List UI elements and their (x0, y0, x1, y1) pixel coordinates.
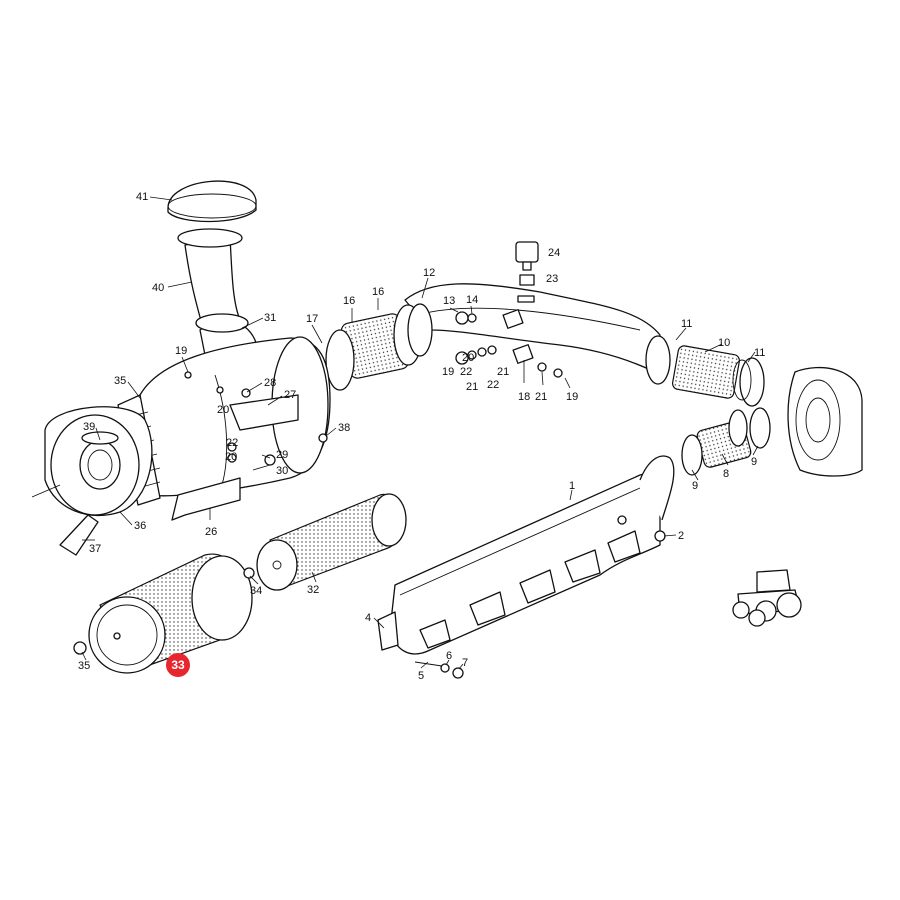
callout-34: 35 (78, 660, 90, 672)
callout-labels: 41 40 31 19 35 28 27 20 39 22 20 29 30 3… (78, 191, 765, 682)
hose-lower-right (681, 407, 771, 476)
tractor-icon (732, 569, 802, 627)
callout-22-b: 22 (460, 366, 472, 378)
callout-29: 30 (276, 465, 288, 477)
callout-10: 10 (718, 337, 730, 349)
callout-39: 39 (83, 421, 95, 433)
callout-22-c: 22 (487, 379, 499, 391)
hose-upper-right (645, 335, 765, 407)
highlight-circle (166, 653, 190, 677)
callout-12: 12 (423, 267, 435, 279)
callout-37: 37 (89, 543, 101, 555)
callout-28: 29 (276, 449, 288, 461)
callout-23: 23 (546, 273, 558, 285)
mounting-bracket (171, 394, 299, 521)
exhaust-manifold (377, 455, 675, 655)
main-filter-element (88, 553, 253, 674)
relief-valve (515, 241, 539, 303)
callout-4: 4 (365, 612, 371, 624)
wing-nut (73, 567, 255, 655)
callout-20-c: 20 (462, 352, 474, 364)
callout-25: 26 (205, 526, 217, 538)
callout-18: 19 (442, 366, 454, 378)
pre-cleaner-cap (167, 180, 257, 223)
callout-19-left: 19 (175, 345, 187, 357)
callout-41: 41 (136, 191, 148, 203)
turbocharger-housing (787, 366, 863, 477)
callout-40: 40 (152, 282, 164, 294)
callout-11-a: 11 (681, 318, 692, 330)
callout-38: 38 (338, 422, 350, 434)
callout-21-a: 21 (466, 381, 478, 393)
callout-9-a: 9 (692, 480, 698, 492)
intake-pipe (177, 228, 243, 336)
callout-19-right: 19 (566, 391, 578, 403)
leader-lines (81, 196, 759, 670)
callout-32: 34 (250, 585, 262, 597)
callout-20-a: 20 (217, 404, 229, 416)
highlighted-callout[interactable]: 33 (166, 653, 190, 677)
callout-22-a: 22 (226, 437, 238, 449)
callout-16-b: 17 (306, 313, 318, 325)
callout-8: 8 (723, 468, 729, 480)
callout-15: 16 (343, 295, 355, 307)
callout-24: 24 (548, 247, 560, 259)
highlight-label: 33 (171, 658, 185, 672)
callout-6: 6 (446, 650, 452, 662)
callout-16-a: 16 (372, 286, 384, 298)
end-cover (31, 406, 153, 517)
callout-5: 5 (418, 670, 424, 682)
callout-35: 35 (114, 375, 126, 387)
callout-17: 18 (518, 391, 530, 403)
callout-13: 13 (443, 295, 455, 307)
safety-filter-element (256, 493, 407, 591)
callout-31: 32 (307, 584, 319, 596)
callout-1: 1 (569, 480, 575, 492)
callout-11-b: 11 (754, 347, 765, 359)
dust-valve (59, 514, 99, 556)
callout-21-c: 21 (535, 391, 547, 403)
callout-9-b: 9 (751, 456, 757, 468)
callout-27: 28 (264, 377, 276, 389)
callout-20-b: 20 (225, 451, 237, 463)
callout-36: 36 (134, 520, 146, 532)
callout-14: 14 (466, 294, 478, 306)
callout-2: 2 (678, 530, 684, 542)
callout-21-b: 21 (497, 366, 509, 378)
intake-hose-middle (325, 303, 433, 391)
callout-30: 31 (264, 312, 276, 324)
callout-26: 27 (284, 389, 296, 401)
callout-7: 7 (462, 657, 468, 669)
